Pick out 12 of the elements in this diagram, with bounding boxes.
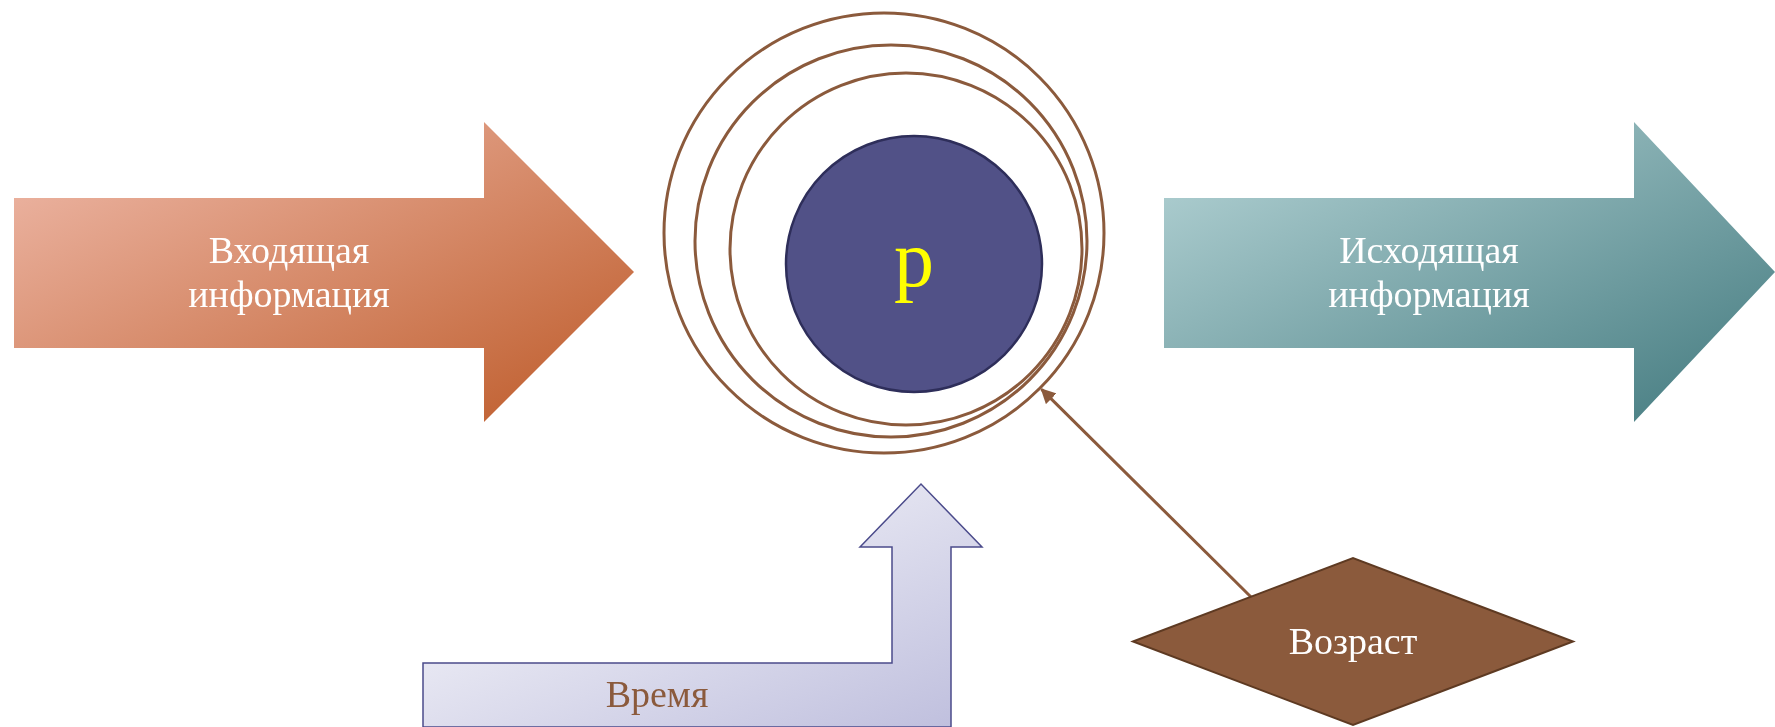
node-label: Время (605, 673, 709, 717)
output-block-arrow (1164, 122, 1775, 422)
core-circle (784, 134, 1044, 394)
concentric-rings (662, 11, 1106, 455)
bent-up-arrow (422, 483, 983, 727)
node-label: Входящая информация (187, 229, 391, 317)
node-label: р (894, 214, 934, 305)
node-label: Возраст (1288, 619, 1418, 664)
arrow (1040, 388, 1253, 599)
input-block-arrow (14, 122, 634, 422)
node-label: Исходящая информация (1327, 229, 1531, 317)
decision-diamond (1133, 558, 1573, 725)
